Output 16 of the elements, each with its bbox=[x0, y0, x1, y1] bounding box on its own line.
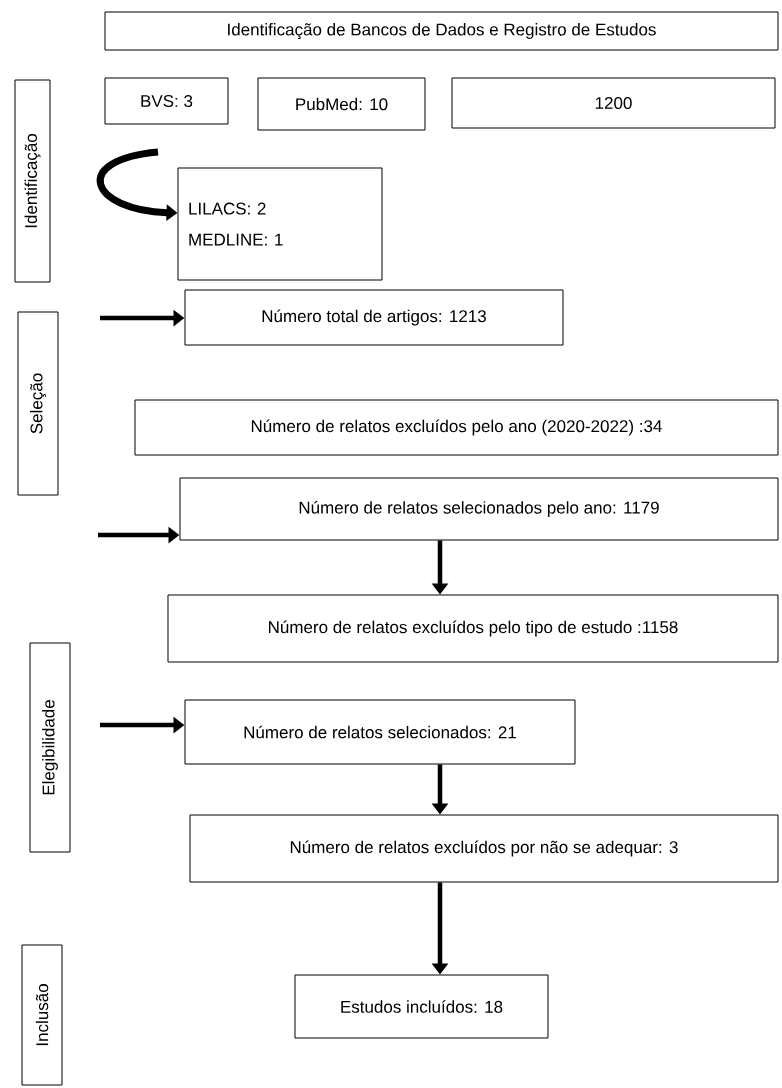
database-box: LILACS: 2 MEDLINE: 1 bbox=[177, 167, 383, 281]
process-box: Número total de artigos: 1213 bbox=[184, 289, 564, 346]
process-box: Estudos incluídos: 18 bbox=[294, 974, 549, 1039]
stage-label: Inclusão bbox=[21, 944, 63, 1086]
process-box: BVS: 3 bbox=[104, 77, 229, 125]
process-box: PubMed: 10 bbox=[257, 77, 426, 131]
stage-label: Identificação bbox=[14, 79, 51, 283]
process-box: Número de relatos excluídos pelo ano (2020-2022) :34 bbox=[134, 399, 779, 456]
process-box: Número de relatos excluídos por não se adequar: 3 bbox=[189, 814, 779, 883]
process-box: 1200 bbox=[451, 77, 776, 129]
stage-label: Seleção bbox=[17, 311, 59, 496]
process-box: Número de relatos excluídos pelo tipo de estudo :1158 bbox=[167, 594, 779, 663]
process-box: Identificação de Bancos de Dados e Registro de Estudos bbox=[104, 11, 779, 51]
stage-label: Elegibilidade bbox=[29, 642, 71, 853]
process-box: Número de relatos selecionados: 21 bbox=[184, 699, 576, 765]
process-box: Número de relatos selecionados pelo ano: 1179 bbox=[179, 477, 779, 541]
